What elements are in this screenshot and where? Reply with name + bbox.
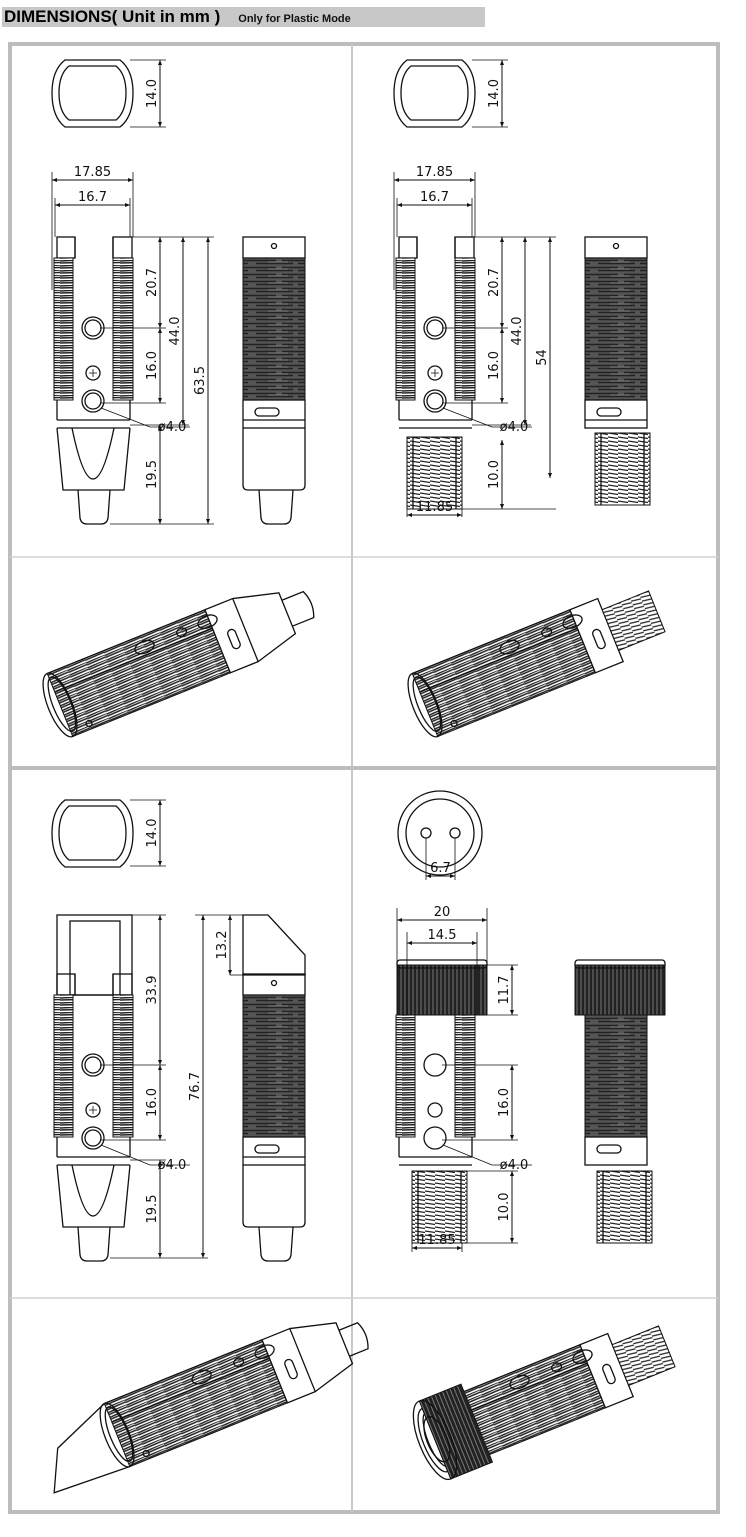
dimension-label-body-length: 44.0 bbox=[168, 317, 183, 346]
extension-line bbox=[100, 407, 151, 428]
dimension-label-connector-width: 11.85 bbox=[416, 500, 453, 515]
drawing-frame bbox=[8, 42, 720, 1514]
dimension-label-hole-dia: ø4.0 bbox=[158, 1158, 187, 1173]
panel-cable-type-drawing bbox=[51, 59, 306, 525]
panel-connector-type-drawing bbox=[393, 59, 651, 510]
dimension-label-total-length: 76.7 bbox=[188, 1072, 203, 1101]
dimension-label-tail-length: 19.5 bbox=[145, 1195, 160, 1224]
iso-view-right-angle-type bbox=[53, 1322, 369, 1494]
section-subtitle: Only for Plastic Mode bbox=[238, 13, 351, 25]
dimension-label-top-height: 14.0 bbox=[145, 79, 160, 108]
iso-view-knurled-type bbox=[410, 1325, 676, 1481]
dimension-label-top-height: 14.0 bbox=[145, 819, 160, 848]
dimension-label-pin-spacing: 6.7 bbox=[430, 861, 451, 876]
dimension-label-top-to-hole: 20.7 bbox=[145, 268, 160, 297]
dimension-label-hole-spacing: 16.0 bbox=[497, 1088, 512, 1117]
dimension-label-top-to-hole: 33.9 bbox=[145, 976, 160, 1005]
panel-right-angle-type-drawing bbox=[51, 799, 306, 1262]
dimension-label-top-to-hole: 20.7 bbox=[487, 268, 502, 297]
dimension-label-inner-width: 16.7 bbox=[420, 190, 449, 205]
extension-line bbox=[442, 407, 493, 428]
dimension-label-hole-spacing: 16.0 bbox=[145, 1088, 160, 1117]
dimension-label-hole-dia: ø4.0 bbox=[500, 1158, 529, 1173]
dimension-label-hole-dia: ø4.0 bbox=[158, 420, 187, 435]
dimension-label-connector-length: 10.0 bbox=[497, 1193, 512, 1222]
dimension-label-total-length: 54 bbox=[535, 349, 550, 366]
dimension-label-cap-height: 11.7 bbox=[497, 976, 512, 1005]
dimension-label-inner-width: 16.7 bbox=[78, 190, 107, 205]
section-title: DIMENSIONS( Unit in mm ) bbox=[4, 7, 221, 26]
dimension-annotations: 14.0 17.85 16.7 20.7 16.0 19.5 44.0 63.5 ø4.0 14.… bbox=[51, 59, 556, 1259]
panel-knurled-type-drawing bbox=[395, 790, 666, 1244]
dimension-label-tail-length: 19.5 bbox=[145, 460, 160, 489]
dimension-label-total-length: 63.5 bbox=[193, 366, 208, 395]
dimension-label-outer-width: 17.85 bbox=[416, 165, 453, 180]
dimension-label-cap-width: 20 bbox=[434, 905, 451, 920]
dimension-label-hole-spacing: 16.0 bbox=[145, 351, 160, 380]
iso-view-connector-type bbox=[400, 590, 666, 742]
dimension-label-body-length: 44.0 bbox=[510, 317, 525, 346]
dimension-label-hole-dia: ø4.0 bbox=[500, 420, 529, 435]
iso-view-cable-type bbox=[35, 590, 315, 742]
dimension-label-head-length: 13.2 bbox=[215, 931, 230, 960]
extension-line bbox=[100, 1144, 151, 1166]
dimension-label-connector-width: 11.85 bbox=[418, 1233, 455, 1248]
dimension-label-outer-width: 17.85 bbox=[74, 165, 111, 180]
section-header: DIMENSIONS( Unit in mm ) Only for Plasti… bbox=[2, 7, 485, 27]
dimension-label-top-height: 14.0 bbox=[487, 79, 502, 108]
dimension-label-connector-length: 10.0 bbox=[487, 460, 502, 489]
dimension-label-body-width: 14.5 bbox=[428, 928, 457, 943]
extension-line bbox=[442, 1144, 493, 1166]
dimension-label-hole-spacing: 16.0 bbox=[487, 351, 502, 380]
